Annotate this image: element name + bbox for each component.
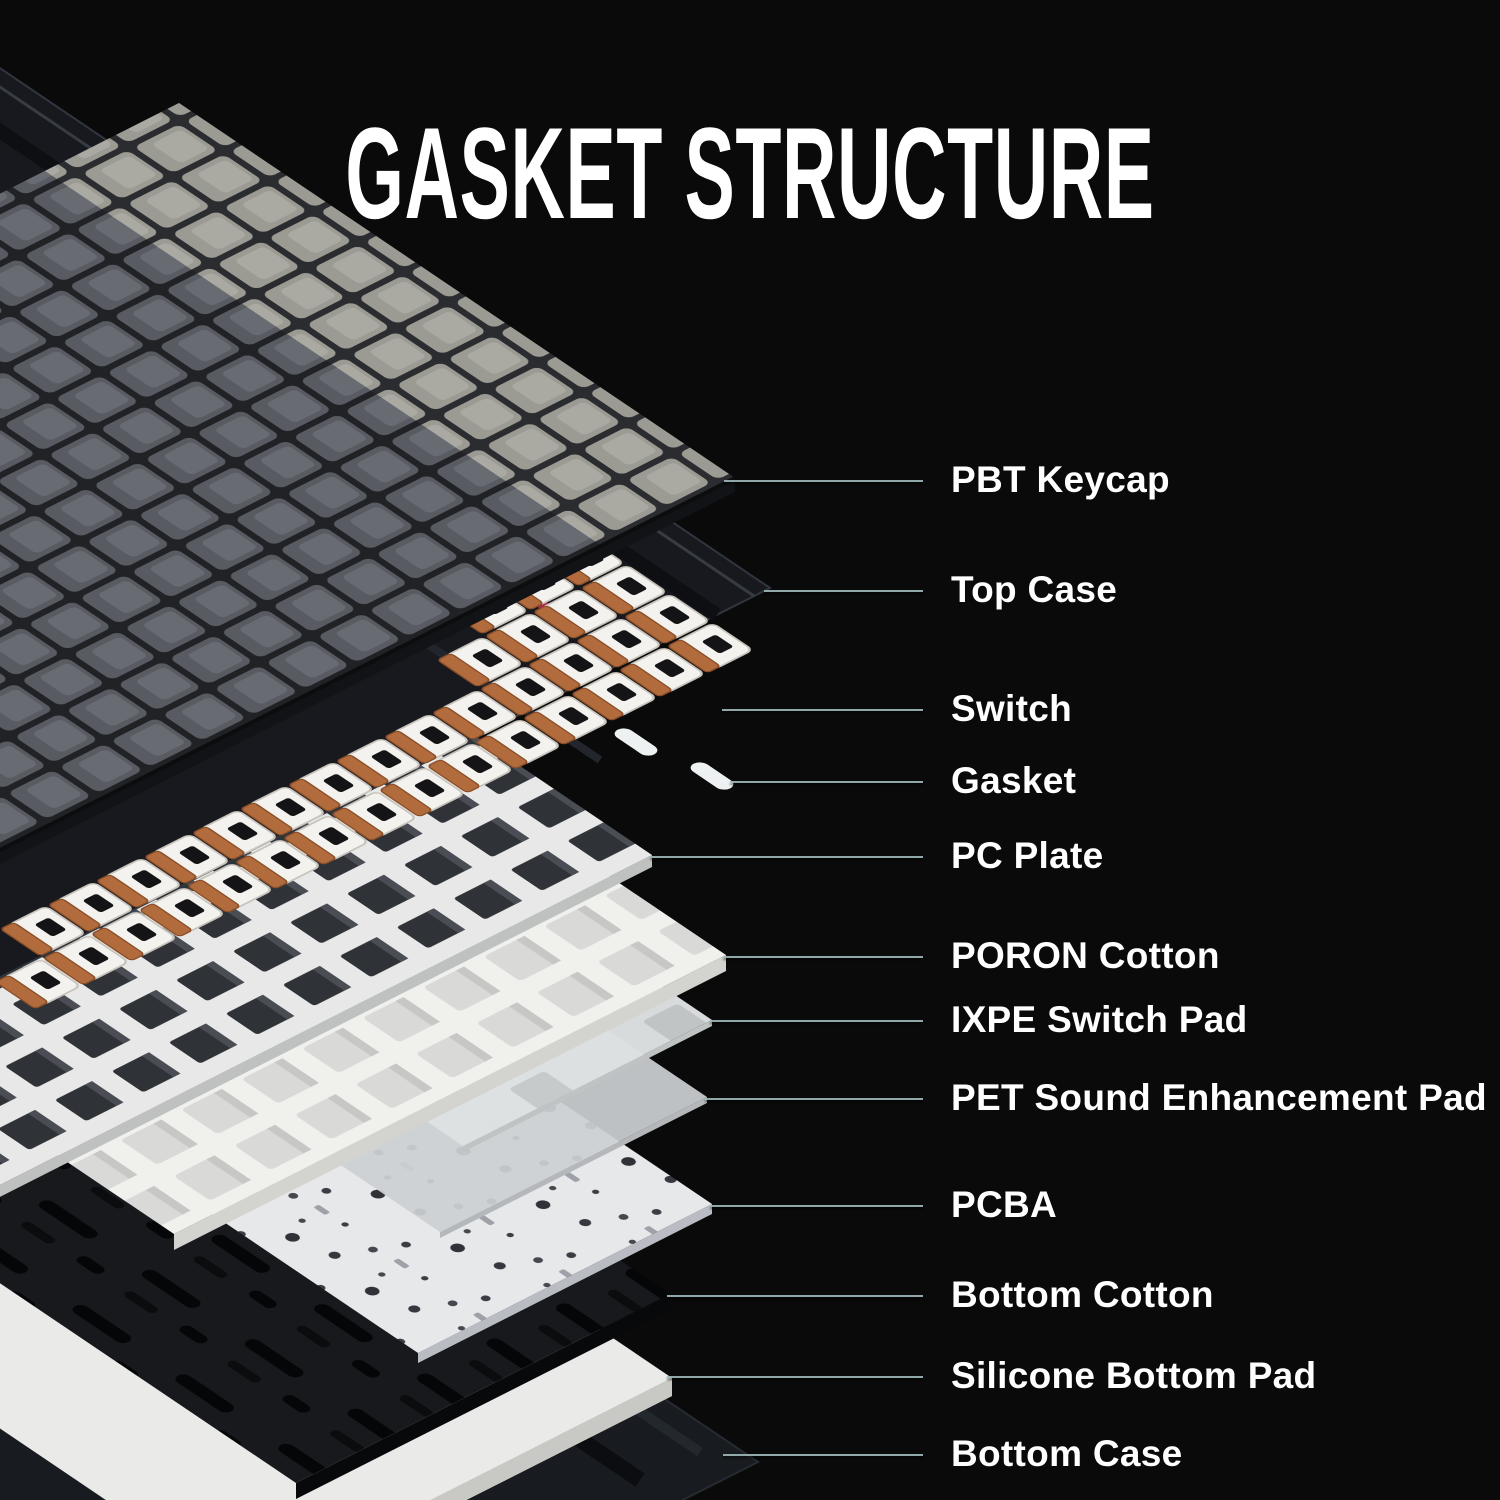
leader-line [667,1295,923,1297]
callout-label: Bottom Case [951,1433,1183,1475]
callout-label: PORON Cotton [951,935,1220,977]
callout-label: Switch [951,688,1073,730]
page-title: GASKET STRUCTURE [345,100,1155,246]
callout-label: IXPE Switch Pad [951,999,1248,1041]
callout-label: PBT Keycap [951,459,1170,501]
callout-label: PCBA [951,1184,1058,1226]
leader-line [705,1098,923,1100]
leader-line [667,1376,923,1378]
callout-label: Silicone Bottom Pad [951,1355,1317,1397]
callout-label: Gasket [951,760,1077,802]
leader-line [723,956,923,958]
leader-line [710,1205,923,1207]
layer-pbt-keycaps [0,103,736,864]
callout-label: Bottom Cotton [951,1274,1214,1316]
keycap-light-rows [45,103,735,546]
leader-line [724,480,923,482]
leader-line [764,590,923,592]
callout-label: Top Case [951,569,1118,611]
leader-line [723,1454,923,1456]
callout-label: PET Sound Enhancement Pad [951,1077,1487,1119]
layer-gasket [610,726,738,792]
leader-line [650,856,923,858]
callout-label: PC Plate [951,835,1104,877]
leader-line [722,709,923,711]
leader-line [730,781,923,783]
leader-line [710,1020,923,1022]
